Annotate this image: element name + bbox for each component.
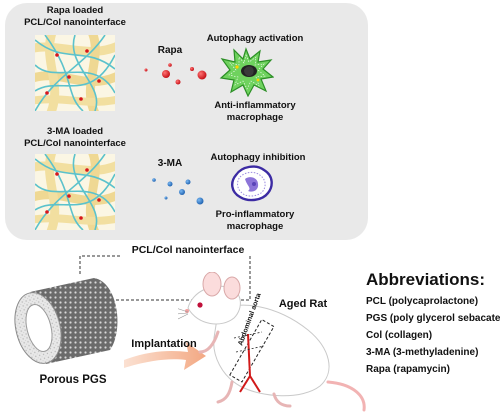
anti-inflammatory-macrophage-label: Anti-inflammatory macrophage — [205, 100, 305, 124]
anti-inflammatory-line2: macrophage — [226, 112, 284, 123]
ma-scaffold-label: 3-MA loaded PCL/Col nanointerface — [10, 126, 140, 150]
abbreviation-item: PGS (poly glycerol sebacate) — [366, 313, 500, 324]
ma-nanofiber-mesh — [35, 154, 115, 230]
pro-inflammatory-macrophage-icon — [231, 165, 273, 202]
abbreviation-item: Col (collagen) — [366, 330, 433, 341]
anti-inflammatory-macrophage-icon — [219, 47, 274, 97]
rapa-scaffold-label-line1: Rapa loaded — [46, 5, 104, 16]
abbreviation-item: PCL (polycaprolactone) — [366, 296, 479, 307]
autophagy-activation-label: Autophagy activation — [206, 33, 304, 44]
nanointerface-caption: PCL/Col nanointerface — [131, 244, 245, 256]
ma-drug-label: 3-MA — [157, 158, 183, 169]
implantation-label: Implantation — [131, 338, 197, 350]
porous-pgs-label: Porous PGS — [39, 374, 107, 386]
abbreviation-item: 3-MA (3-methyladenine) — [366, 347, 479, 358]
abbreviations-list: PCL (polycaprolactone) PGS (poly glycero… — [366, 296, 500, 375]
ma-drug-particles — [152, 178, 204, 205]
abbreviations-box: Abbreviations: PCL (polycaprolactone) PG… — [366, 270, 500, 375]
aged-rat-illustration — [178, 272, 366, 412]
anti-inflammatory-line1: Anti-inflammatory — [214, 100, 296, 111]
rapa-scaffold-label-line2: PCL/Col nanointerface — [24, 17, 126, 28]
ma-scaffold-label-line2: PCL/Col nanointerface — [24, 138, 126, 149]
rapa-drug-particles — [144, 63, 207, 85]
pro-inflammatory-line1: Pro-inflammatory — [215, 209, 295, 220]
autophagy-inhibition-label: Autophagy inhibition — [210, 152, 306, 163]
abbreviations-title: Abbreviations: — [366, 270, 486, 289]
aged-rat-label: Aged Rat — [278, 298, 328, 310]
abbreviation-item: Rapa (rapamycin) — [366, 364, 450, 375]
porous-pgs-tube — [14, 278, 118, 364]
implantation-arrow — [124, 342, 206, 370]
rapa-drug-label: Rapa — [157, 45, 183, 56]
rapa-nanofiber-mesh — [35, 35, 115, 111]
pro-inflammatory-macrophage-label: Pro-inflammatory macrophage — [205, 209, 305, 233]
ma-scaffold-label-line1: 3-MA loaded — [46, 126, 104, 137]
pro-inflammatory-line2: macrophage — [226, 221, 284, 232]
rapa-scaffold-label: Rapa loaded PCL/Col nanointerface — [10, 5, 140, 29]
